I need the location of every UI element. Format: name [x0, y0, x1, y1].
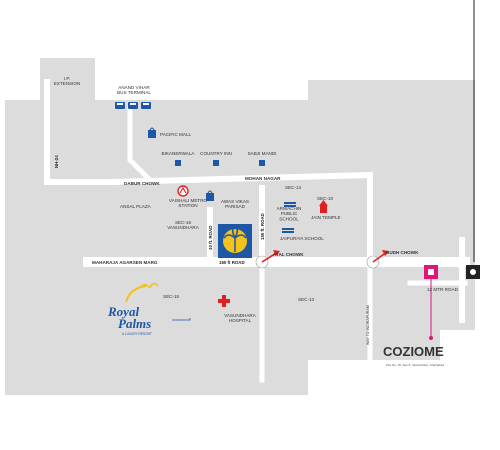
mohan-nagar-label: MOHAN NAGAR — [245, 176, 281, 181]
indirapuram-label: WAY TO INDIRAPURAM — [366, 305, 370, 345]
nh24-road — [44, 79, 115, 185]
country-inn-icon — [213, 160, 219, 166]
royal-palms-line1: Royal — [107, 304, 139, 319]
coziome-logo: COZIOME Plot No. 15, Sec-5, Vasundhara, … — [383, 344, 444, 367]
metro-icon — [177, 185, 189, 197]
pacific-mall-label: PACIFIC MALL — [160, 132, 192, 137]
sec13-label: SEC-13 — [298, 297, 315, 302]
country-inn-label: COUNTRY INN — [200, 151, 232, 156]
road-150ft-vertical-label: 150 ft. ROAD — [260, 213, 265, 240]
sec10-label: SEC-10 — [317, 196, 334, 201]
sabji-mandi-icon — [259, 160, 265, 166]
ip-extension-label: I.P.EXTENSION — [54, 76, 81, 86]
shopping-bag-icon — [148, 127, 214, 201]
hospital-icon — [218, 295, 230, 307]
bikanerwala-icon — [175, 160, 181, 166]
road-12mtr-label: 12 MTR ROAD — [427, 287, 459, 292]
budh-chowk-label: BUDH CHOWK — [386, 250, 419, 255]
sec15-label: SEC-15 — [163, 294, 180, 299]
atal-chowk-label: ATAL CHOWK — [273, 252, 304, 257]
royal-palms-location-marker — [218, 224, 252, 258]
coziome-address: Plot No. 15, Sec-5, Vasundhara, Ghaziaba… — [386, 363, 444, 367]
road-network — [44, 79, 470, 383]
coziome-location-marker — [424, 265, 480, 340]
bikanerwala-label: BIKANERWALA — [162, 151, 196, 156]
ansal-plaza-label: ANSAL PLAZA — [120, 204, 152, 209]
maharaja-marg-label: MAHARAJA AGARSEN MARG — [92, 260, 158, 265]
jain-temple-label: JAIN TEMPLE — [311, 215, 341, 220]
dabur-road — [108, 171, 373, 265]
road-150ft-label: 150 ft ROAD — [219, 260, 245, 265]
nh24-label: NH-24 — [54, 155, 59, 168]
jaipuriya-school-label: JAIPURIYA SCHOOL — [280, 236, 324, 241]
royal-palms-tagline: A LUXURY RESORT — [122, 332, 152, 336]
royal-palms-logo: Royal Palms A LUXURY RESORT — [107, 282, 159, 336]
coziome-title: COZIOME — [383, 344, 444, 359]
royal-palms-line2: Palms — [118, 316, 151, 331]
road-40ft-label: 40 ft. ROAD — [208, 226, 213, 250]
sabji-mandi-label: SABJI MANDI — [248, 151, 277, 156]
dabur-chowk-label: DABUR CHOWK — [124, 181, 160, 186]
upper-link-road — [127, 107, 154, 184]
temple-icon — [319, 200, 328, 213]
sec14-label: SEC-14 — [285, 185, 302, 190]
school-icon — [282, 202, 296, 233]
